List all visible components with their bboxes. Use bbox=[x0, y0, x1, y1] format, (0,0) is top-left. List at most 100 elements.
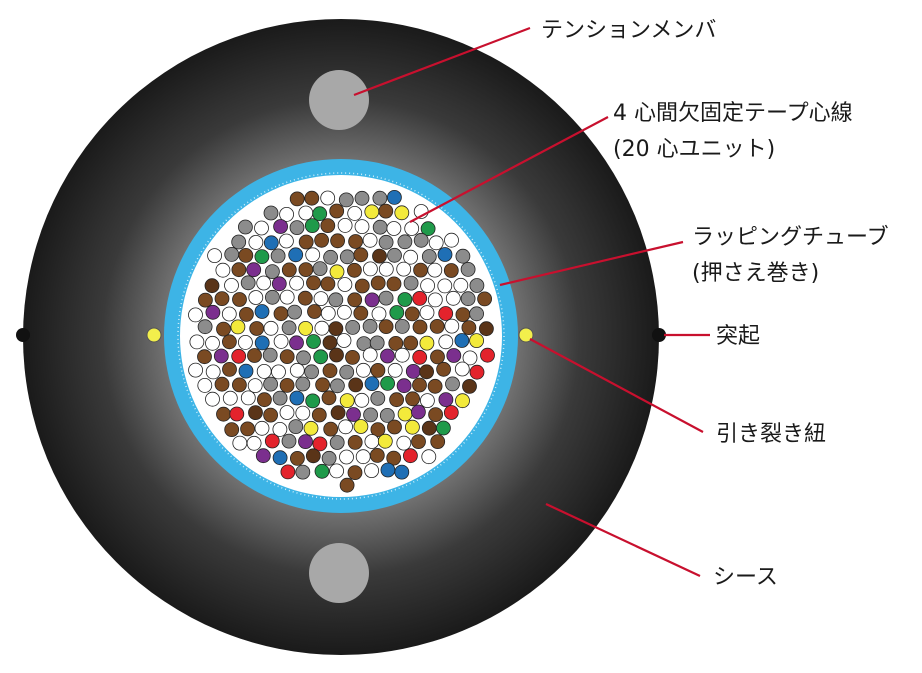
optical-fiber bbox=[454, 333, 470, 348]
optical-fiber bbox=[205, 304, 221, 320]
optical-fiber bbox=[378, 319, 394, 335]
optical-fiber bbox=[224, 277, 239, 293]
optical-fiber bbox=[354, 219, 370, 235]
optical-fiber bbox=[279, 206, 295, 222]
optical-fiber bbox=[249, 321, 265, 336]
label-tape-fiber-line2: (20 心ユニット) bbox=[613, 137, 775, 162]
optical-fiber bbox=[254, 249, 270, 265]
optical-fiber bbox=[364, 204, 380, 220]
optical-fiber bbox=[248, 290, 264, 305]
optical-fiber bbox=[256, 363, 272, 379]
optical-fiber bbox=[348, 234, 364, 249]
optical-fiber bbox=[248, 405, 263, 421]
optical-fiber bbox=[338, 419, 354, 435]
optical-fiber bbox=[221, 334, 237, 350]
optical-fiber bbox=[289, 390, 305, 406]
optical-fiber bbox=[240, 421, 256, 437]
optical-fiber bbox=[272, 421, 288, 437]
optical-fiber bbox=[427, 292, 443, 308]
optical-fiber bbox=[339, 449, 354, 465]
optical-fiber bbox=[273, 333, 289, 349]
optical-fiber bbox=[298, 205, 314, 221]
optical-fiber bbox=[362, 232, 378, 248]
optical-fiber bbox=[205, 364, 221, 380]
optical-fiber bbox=[397, 234, 413, 250]
optical-fiber bbox=[378, 234, 394, 250]
optical-fiber bbox=[443, 263, 459, 278]
optical-fiber bbox=[287, 304, 303, 320]
optical-fiber bbox=[263, 407, 279, 423]
tension-member-top bbox=[309, 70, 369, 130]
optical-fiber bbox=[445, 290, 461, 306]
optical-fiber bbox=[420, 221, 436, 237]
optical-fiber bbox=[363, 407, 379, 423]
optical-fiber bbox=[387, 247, 402, 263]
optical-fiber bbox=[396, 261, 412, 277]
optical-fiber bbox=[336, 333, 352, 348]
optical-fiber bbox=[281, 262, 297, 278]
optical-fiber bbox=[254, 420, 270, 436]
optical-fiber bbox=[248, 234, 264, 250]
optical-fiber bbox=[272, 390, 288, 406]
optical-fiber bbox=[306, 275, 321, 291]
optical-fiber bbox=[188, 362, 204, 378]
optical-fiber bbox=[295, 376, 311, 392]
optical-fiber bbox=[297, 290, 313, 306]
optical-fiber bbox=[345, 319, 361, 335]
optical-fiber bbox=[353, 247, 369, 263]
optical-fiber bbox=[298, 434, 313, 450]
optical-fiber bbox=[386, 450, 402, 466]
optical-fiber bbox=[436, 361, 452, 377]
optical-fiber bbox=[305, 247, 321, 263]
optical-fiber bbox=[430, 434, 446, 450]
optical-fiber bbox=[469, 306, 485, 322]
optical-fiber bbox=[222, 390, 238, 406]
optical-fiber bbox=[378, 203, 394, 219]
optical-fiber bbox=[443, 405, 459, 420]
optical-fiber bbox=[379, 407, 395, 423]
optical-fiber bbox=[312, 436, 328, 452]
optical-fiber bbox=[323, 249, 339, 265]
tension-member-bottom bbox=[309, 543, 369, 603]
optical-fiber bbox=[298, 234, 314, 250]
optical-fiber bbox=[438, 392, 454, 408]
optical-fiber bbox=[404, 221, 420, 236]
optical-fiber bbox=[205, 391, 220, 407]
optical-fiber bbox=[388, 335, 404, 351]
optical-fiber bbox=[305, 393, 321, 409]
optical-fiber bbox=[397, 292, 413, 307]
optical-fiber bbox=[378, 261, 394, 277]
optical-fiber bbox=[469, 278, 485, 293]
leader-tension-member bbox=[353, 26, 531, 97]
optical-fiber bbox=[215, 262, 231, 278]
optical-fiber bbox=[264, 264, 280, 280]
label-sheath: シース bbox=[713, 565, 778, 590]
optical-fiber bbox=[386, 189, 402, 205]
optical-fiber bbox=[231, 262, 247, 278]
optical-fiber bbox=[480, 347, 495, 363]
optical-fiber bbox=[455, 248, 471, 264]
optical-fiber bbox=[279, 377, 295, 393]
optical-fiber bbox=[295, 405, 311, 421]
optical-fiber bbox=[303, 420, 319, 436]
optical-fiber bbox=[273, 219, 289, 234]
optical-fiber bbox=[394, 347, 410, 363]
optical-fiber bbox=[389, 392, 405, 408]
optical-fiber bbox=[429, 318, 445, 334]
label-wrapping-tube-line1: ラッピングチューブ bbox=[692, 225, 889, 250]
optical-fiber bbox=[314, 320, 330, 336]
optical-fiber bbox=[355, 449, 371, 465]
optical-fiber bbox=[237, 219, 253, 235]
optical-fiber bbox=[320, 276, 336, 292]
leader-rip-cord bbox=[529, 338, 704, 433]
optical-fiber bbox=[462, 378, 477, 394]
optical-fiber bbox=[477, 291, 493, 307]
optical-fiber bbox=[238, 363, 254, 379]
optical-fiber bbox=[380, 375, 396, 391]
label-tape-fiber-line1: 4 心間欠固定テープ心線 bbox=[613, 101, 853, 126]
optical-fiber bbox=[353, 305, 369, 321]
optical-fiber bbox=[345, 349, 360, 365]
optical-fiber bbox=[270, 248, 286, 264]
optical-fiber bbox=[254, 335, 270, 351]
